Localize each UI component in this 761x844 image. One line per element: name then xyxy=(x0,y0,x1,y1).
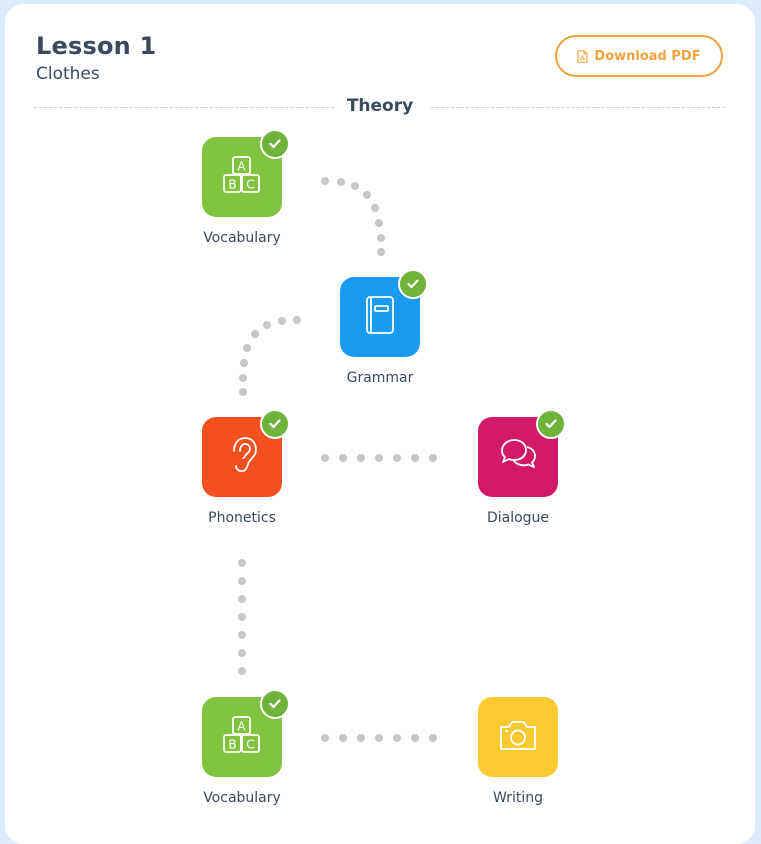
connector-dot xyxy=(238,649,246,657)
svg-text:B: B xyxy=(228,178,236,192)
lesson-title: Lesson 1 xyxy=(36,32,157,60)
connector-dot xyxy=(251,330,259,338)
lesson-subtitle: Clothes xyxy=(36,64,100,84)
svg-text:A: A xyxy=(237,160,246,174)
lesson-card: Lesson 1 Clothes Download PDF Theory A B… xyxy=(5,4,755,844)
activity-vocabulary-2-label: Vocabulary xyxy=(203,790,281,806)
activity-grammar-label: Grammar xyxy=(346,370,414,386)
connector-dot xyxy=(357,454,365,462)
connector-dot xyxy=(321,177,329,185)
activity-vocabulary-2-tile[interactable]: A B C xyxy=(202,689,290,777)
activity-vocabulary-label: Vocabulary xyxy=(203,230,281,246)
speech-bubbles-icon xyxy=(496,433,540,481)
connector-dot xyxy=(429,454,437,462)
connector-dot xyxy=(411,734,419,742)
connector-dot xyxy=(238,559,246,567)
check-icon xyxy=(407,279,419,289)
abc-blocks-icon: A B C xyxy=(220,153,264,201)
connector-dot xyxy=(321,734,329,742)
activity-dialogue-label: Dialogue xyxy=(486,510,550,526)
completed-check-badge xyxy=(398,269,428,299)
svg-text:B: B xyxy=(228,738,236,752)
connector-dot xyxy=(238,631,246,639)
download-pdf-button[interactable]: Download PDF xyxy=(555,35,723,77)
divider-left xyxy=(34,107,334,108)
divider-right xyxy=(431,107,725,108)
connector-dot xyxy=(321,454,329,462)
connector-dot xyxy=(393,734,401,742)
activity-phonetics-tile[interactable] xyxy=(202,409,290,497)
connector-dot xyxy=(339,734,347,742)
connector-dot xyxy=(239,388,247,396)
check-icon xyxy=(545,419,557,429)
camera-icon xyxy=(496,713,540,761)
abc-blocks-icon: A B C xyxy=(220,713,264,761)
connector-dot xyxy=(351,182,359,190)
section-title: Theory xyxy=(346,96,414,116)
connector-dot xyxy=(375,734,383,742)
connector-dot xyxy=(238,577,246,585)
connector-dot xyxy=(278,317,286,325)
check-icon xyxy=(269,139,281,149)
activity-writing-label: Writing xyxy=(493,790,543,806)
completed-check-badge xyxy=(260,409,290,439)
activity-writing-tile[interactable] xyxy=(478,697,558,777)
connector-dot xyxy=(238,667,246,675)
activity-dialogue-tile[interactable] xyxy=(478,409,566,497)
book-icon xyxy=(358,293,402,341)
svg-text:C: C xyxy=(246,738,254,752)
connector-dot xyxy=(339,454,347,462)
connector-dot xyxy=(429,734,437,742)
connector-dot xyxy=(240,359,248,367)
completed-check-badge xyxy=(260,129,290,159)
svg-text:A: A xyxy=(237,720,246,734)
ear-icon xyxy=(220,433,264,481)
connector-dot xyxy=(411,454,419,462)
connector-dot xyxy=(375,219,383,227)
activity-phonetics-label: Phonetics xyxy=(208,510,276,526)
pdf-file-icon xyxy=(577,49,589,63)
activity-grammar-tile[interactable] xyxy=(340,269,428,357)
connector-dot xyxy=(243,344,251,352)
connector-dot xyxy=(375,454,383,462)
connector-dot xyxy=(393,454,401,462)
completed-check-badge xyxy=(260,689,290,719)
connector-dot xyxy=(238,595,246,603)
svg-text:C: C xyxy=(246,178,254,192)
connector-dot xyxy=(293,316,301,324)
connector-dot xyxy=(371,204,379,212)
connector-dot xyxy=(238,613,246,621)
completed-check-badge xyxy=(536,409,566,439)
connector-dot xyxy=(377,234,385,242)
connector-dot xyxy=(263,321,271,329)
connector-dot xyxy=(357,734,365,742)
check-icon xyxy=(269,699,281,709)
connector-dot xyxy=(337,178,345,186)
connector-dot xyxy=(363,191,371,199)
connector-dot xyxy=(377,248,385,256)
download-pdf-label: Download PDF xyxy=(594,48,701,64)
activity-vocabulary-tile[interactable]: A B C xyxy=(202,129,290,217)
connector-dot xyxy=(239,374,247,382)
check-icon xyxy=(269,419,281,429)
